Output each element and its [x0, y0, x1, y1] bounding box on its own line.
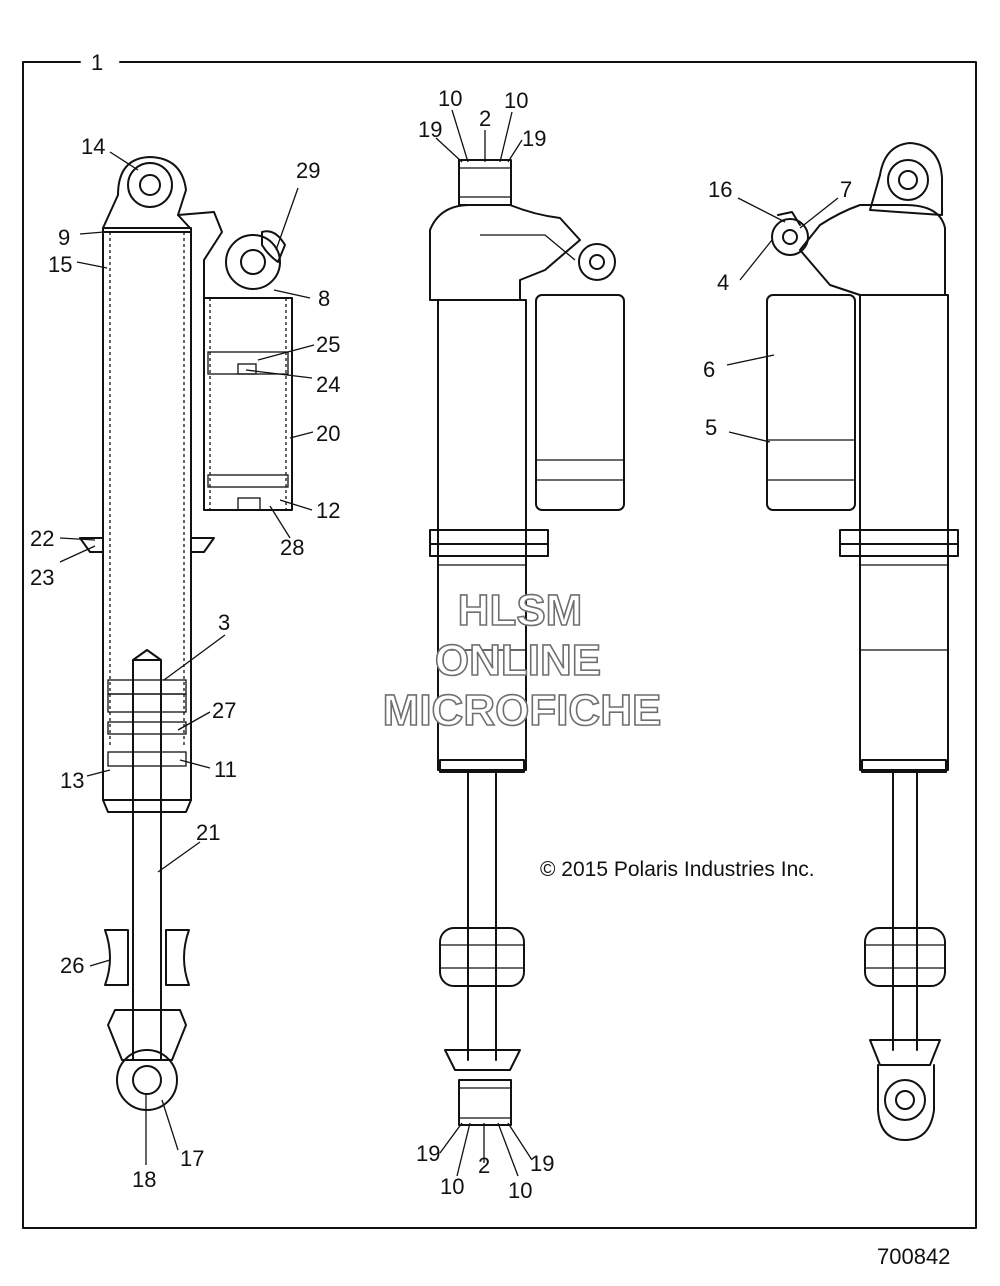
callout-3: 3: [218, 610, 230, 635]
callout-2-bottom: 2: [478, 1153, 490, 1178]
callout-5: 5: [705, 415, 717, 440]
watermark-line-2: ONLINE: [435, 636, 601, 685]
watermark: HLSM ONLINE MICROFICHE: [382, 585, 662, 736]
callout-13: 13: [60, 768, 84, 793]
callout-10-top-right: 10: [504, 88, 528, 113]
leader-lines: [59, 109, 839, 1177]
callout-11: 11: [214, 757, 237, 782]
callout-10-top-left: 10: [438, 86, 462, 111]
callout-18: 18: [132, 1167, 156, 1192]
callout-25: 25: [316, 332, 340, 357]
callout-frame: 1: [91, 50, 103, 75]
callout-21: 21: [196, 820, 220, 845]
callout-19-top-left: 19: [418, 117, 442, 142]
callout-12: 12: [316, 498, 340, 523]
callout-9: 9: [58, 225, 70, 250]
callout-20: 20: [316, 421, 340, 446]
callout-24: 24: [316, 372, 340, 397]
callout-10-bottom-right: 10: [508, 1178, 532, 1203]
cutaway-shock: [79, 156, 293, 1111]
callout-15: 15: [48, 252, 72, 277]
watermark-line-3: MICROFICHE: [383, 686, 662, 735]
callout-22: 22: [30, 526, 54, 551]
callout-23: 23: [30, 565, 54, 590]
figure-number: 700842: [877, 1244, 950, 1269]
diagram-frame: [22, 61, 977, 1229]
callout-19-bottom-right: 19: [530, 1151, 554, 1176]
callout-8: 8: [318, 286, 330, 311]
callout-6: 6: [703, 357, 715, 382]
callout-17: 17: [180, 1146, 204, 1171]
callout-29: 29: [296, 158, 320, 183]
middle-shock: [429, 159, 625, 1126]
watermark-line-1: HLSM: [458, 586, 583, 635]
callout-26: 26: [60, 953, 84, 978]
callout-27: 27: [212, 698, 236, 723]
callout-16: 16: [708, 177, 732, 202]
callout-7: 7: [840, 177, 852, 202]
callout-19-bottom-left: 19: [416, 1141, 440, 1166]
callout-28: 28: [280, 535, 304, 560]
callout-labels: 1 14 9 15 29 8 25 24 20 12 28 22 23 3 27…: [30, 50, 852, 1203]
callout-19-top-right: 19: [522, 126, 546, 151]
callout-14: 14: [81, 134, 105, 159]
callout-2-top: 2: [479, 106, 491, 131]
right-shock: [766, 142, 959, 1141]
callout-10-bottom-left: 10: [440, 1174, 464, 1199]
callout-4: 4: [717, 270, 729, 295]
copyright-text: © 2015 Polaris Industries Inc.: [540, 858, 815, 881]
